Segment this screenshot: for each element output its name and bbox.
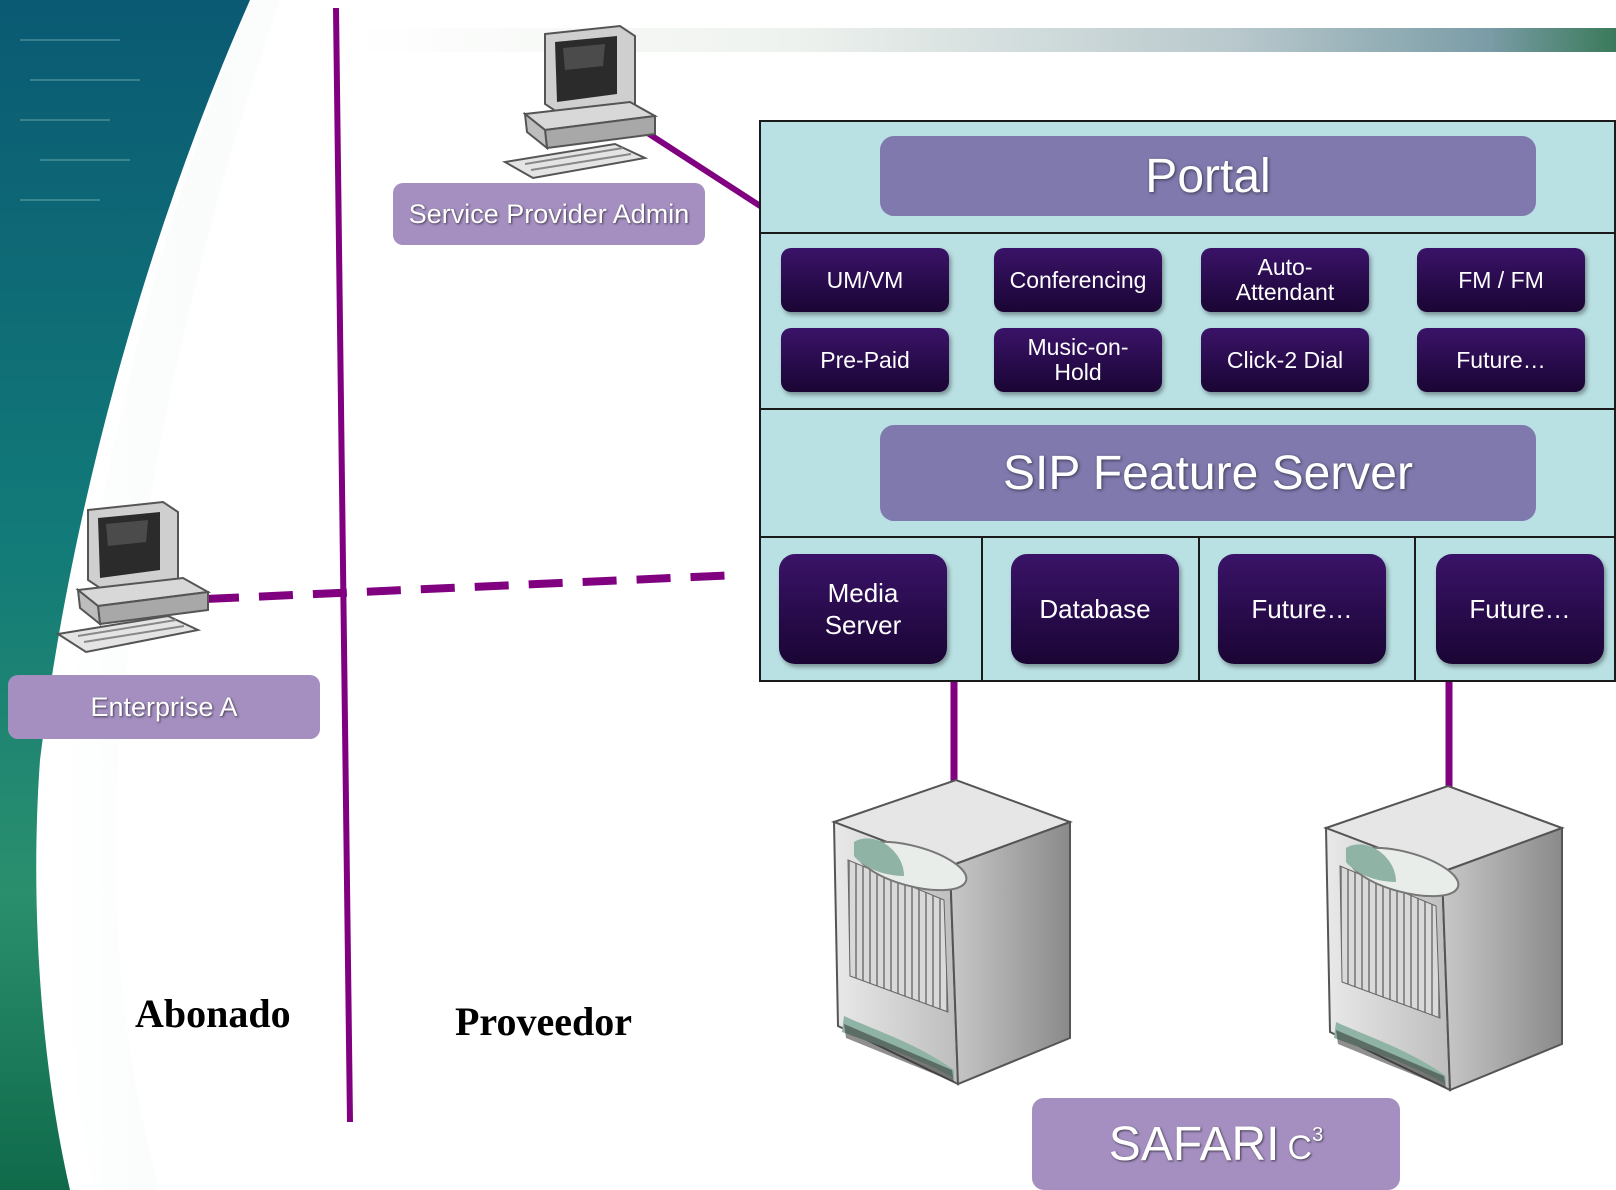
enterprise-label: Enterprise A [8, 675, 320, 739]
computer-icon [502, 24, 659, 180]
service-module: Click-2 Dial [1201, 328, 1369, 392]
module-divider [1198, 536, 1200, 682]
product-superscript: 3 [1312, 1124, 1324, 1146]
left-decoration [0, 0, 250, 1190]
server-cabinet-icon [1323, 784, 1565, 1092]
module-divider [981, 536, 983, 682]
service-module: Conferencing [994, 248, 1162, 312]
server-module: Media Server [779, 554, 947, 664]
server-cabinet-icon [831, 778, 1073, 1086]
product-label: SAFARI C 3 [1032, 1098, 1400, 1190]
server-module: Future… [1218, 554, 1386, 664]
abonado-label: Abonado [135, 991, 291, 1036]
top-banner [353, 28, 1616, 52]
product-suffix: C [1287, 1129, 1313, 1167]
portal-bar: Portal [880, 136, 1536, 216]
enterprise-connector [204, 571, 739, 603]
service-module: Music-on- Hold [994, 328, 1162, 392]
service-module: Future… [1417, 328, 1585, 392]
server-module: Future… [1436, 554, 1604, 664]
module-divider [1414, 536, 1416, 682]
service-module: UM/VM [781, 248, 949, 312]
computer-icon [55, 500, 212, 654]
sip-feature-server-bar: SIP Feature Server [880, 425, 1536, 521]
service-module: Auto- Attendant [1201, 248, 1369, 312]
service-provider-admin-label: Service Provider Admin [393, 183, 705, 245]
service-module: Pre-Paid [781, 328, 949, 392]
product-name: SAFARI [1108, 1117, 1280, 1171]
proveedor-label: Proveedor [455, 999, 632, 1044]
server-module: Database [1011, 554, 1179, 664]
service-module: FM / FM [1417, 248, 1585, 312]
admin-connector [644, 129, 770, 214]
vertical-divider [333, 7, 353, 1123]
